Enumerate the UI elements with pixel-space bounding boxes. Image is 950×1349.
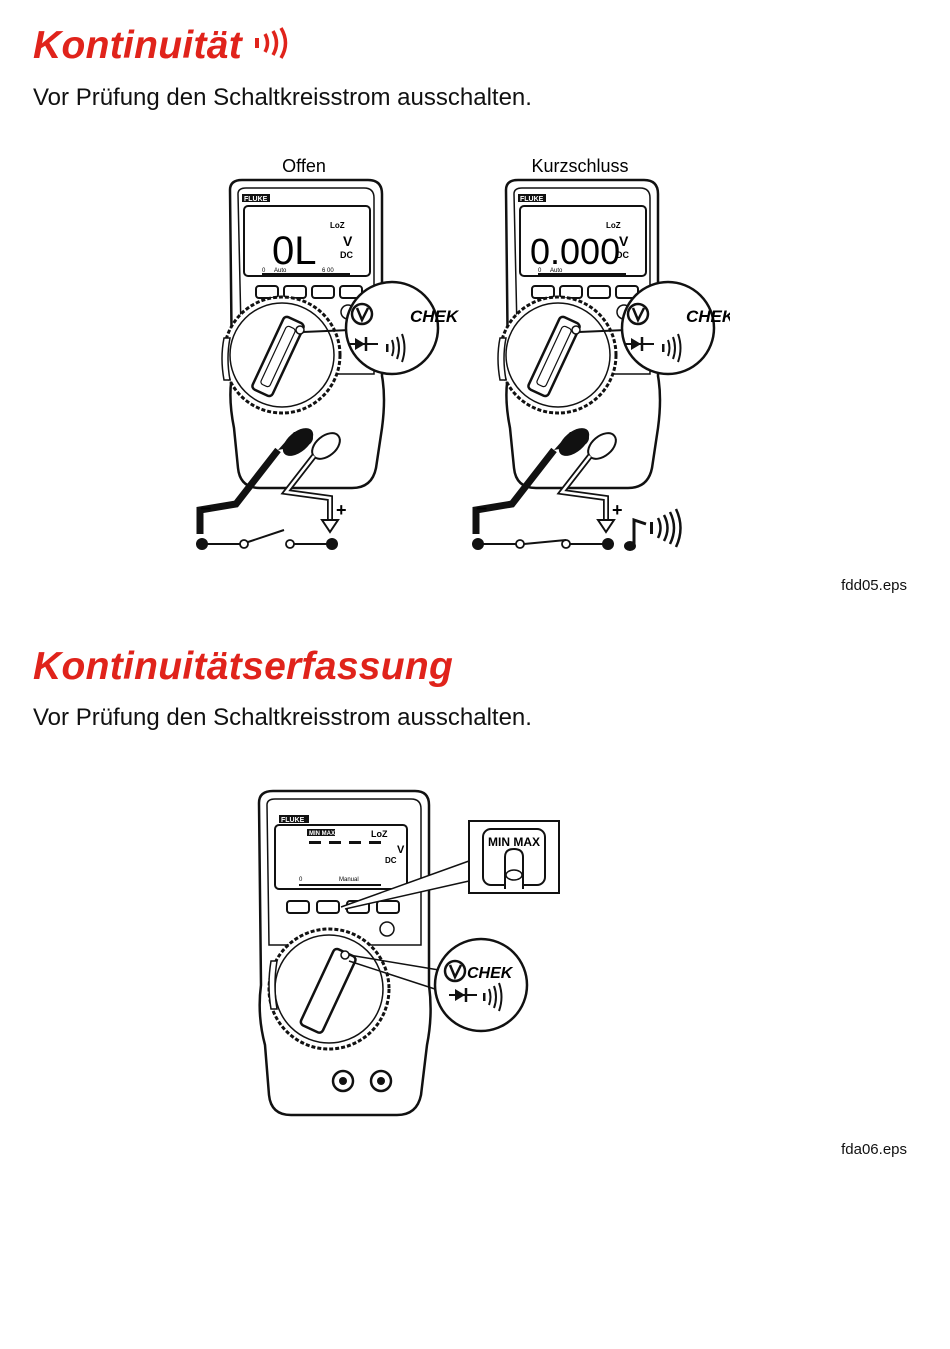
closed-switch	[523, 539, 567, 545]
minmax-indicator: MIN MAX	[309, 831, 335, 837]
unit-label: V	[397, 844, 405, 856]
open-switch	[247, 529, 285, 543]
section-instruction: Vor Prüfung den Schaltkreisstrom ausscha…	[33, 84, 532, 111]
minmax-button[interactable]	[316, 900, 340, 914]
unit-label: V	[619, 233, 629, 249]
section-title-continuity-capture: Kontinuitätserfassung	[33, 645, 454, 688]
scale-start: 0	[538, 268, 542, 274]
continuity-figure: Offen FLUKE LoZ 0L V DC 0 Auto 6 00 CHEK…	[190, 156, 730, 568]
mode-label: DC	[616, 250, 629, 260]
section-title-text: Kontinuität	[33, 24, 243, 67]
loz-indicator: LoZ	[371, 829, 388, 839]
vchek-label: CHEK	[410, 307, 460, 326]
meter-caption-open: Offen	[282, 156, 326, 176]
brand-label: FLUKE	[520, 196, 544, 203]
scale-end: 6 00	[322, 268, 334, 274]
brand-label: FLUKE	[281, 817, 305, 824]
minus-terminal-label: –	[200, 497, 211, 519]
meter-open: Offen FLUKE LoZ 0L V DC 0 Auto 6 00 CHEK…	[196, 156, 460, 550]
unit-label: V	[343, 233, 353, 249]
brand-label: FLUKE	[244, 196, 268, 203]
display-reading: 0.000	[530, 231, 620, 272]
scale-start: 0	[262, 268, 266, 274]
loz-indicator: LoZ	[606, 221, 621, 230]
mode-label: DC	[385, 856, 397, 865]
minus-terminal-label: –	[476, 497, 487, 519]
figure-id: fda06.eps	[841, 1141, 907, 1158]
beeper-icon	[255, 27, 288, 59]
plus-terminal-label: +	[336, 500, 347, 520]
range-label: Auto	[274, 268, 287, 274]
continuity-capture-figure: FLUKE MIN MAX LoZ V DC 0 Manual MIN MAX	[257, 789, 560, 1117]
meter-short: Kurzschluss FLUKE LoZ 0.000 V DC 0 Auto …	[472, 156, 730, 551]
plus-terminal-label: +	[612, 500, 623, 520]
scale-start: 0	[299, 877, 303, 883]
figure-id: fdd05.eps	[841, 577, 907, 594]
range-label: Manual	[339, 877, 359, 883]
meter-minmax: FLUKE MIN MAX LoZ V DC 0 Manual	[257, 789, 432, 1117]
beep-sound-icon	[624, 508, 682, 551]
vchek-label: CHEK	[467, 965, 514, 982]
minmax-callout-label: MIN MAX	[488, 835, 540, 849]
section-instruction: Vor Prüfung den Schaltkreisstrom ausscha…	[33, 704, 532, 731]
mode-label: DC	[340, 250, 353, 260]
vchek-label: CHEK	[686, 307, 730, 326]
loz-indicator: LoZ	[330, 221, 345, 230]
range-label: Auto	[550, 268, 563, 274]
meter-caption-short: Kurzschluss	[531, 156, 628, 176]
display-reading: 0L	[272, 229, 317, 273]
finger-press-icon	[504, 847, 524, 889]
vchek-callout	[433, 937, 529, 1033]
section-title-continuity: Kontinuität	[33, 24, 297, 68]
